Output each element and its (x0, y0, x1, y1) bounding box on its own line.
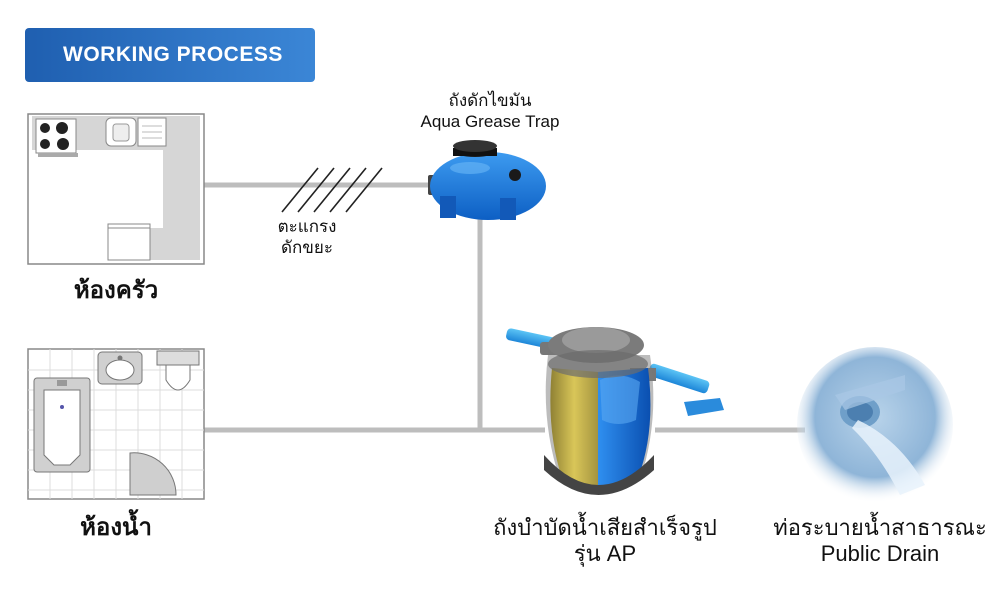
pipes (204, 182, 805, 433)
public-drain-label-line2: Public Drain (820, 541, 940, 566)
header-badge: WORKING PROCESS (25, 28, 315, 82)
grease-trap-label: ถังดักไขมัน Aqua Grease Trap (405, 90, 575, 132)
bathroom-label: ห้องน้ำ (80, 514, 152, 541)
header-title: WORKING PROCESS (63, 43, 283, 66)
screen-label: ตะแกรง ดักขยะ (262, 216, 352, 258)
treatment-tank-label: ถังบำบัดน้ำเสียสำเร็จรูป รุ่น AP (470, 515, 740, 567)
screen-hatch-icon (281, 167, 383, 213)
public-drain-label-line1: ท่อระบายน้ำสาธารณะ (773, 515, 987, 540)
screen-label-line1: ตะแกรง (277, 217, 337, 236)
kitchen-floorplan-icon (27, 113, 205, 265)
public-drain-icon (797, 347, 953, 503)
public-drain-label: ท่อระบายน้ำสาธารณะ Public Drain (770, 515, 990, 567)
treatment-tank-label-line1: ถังบำบัดน้ำเสียสำเร็จรูป (493, 515, 717, 540)
kitchen-label: ห้องครัว (73, 277, 159, 304)
bathroom-floorplan-icon (27, 348, 205, 500)
screen-label-line2: ดักขยะ (280, 238, 334, 257)
grease-trap-tank-icon (428, 140, 546, 220)
grease-trap-label-line1: ถังดักไขมัน (448, 91, 532, 110)
treatment-tank-label-line2: รุ่น AP (573, 541, 637, 566)
grease-trap-label-line2: Aqua Grease Trap (420, 112, 560, 131)
treatment-tank-icon (506, 327, 724, 495)
